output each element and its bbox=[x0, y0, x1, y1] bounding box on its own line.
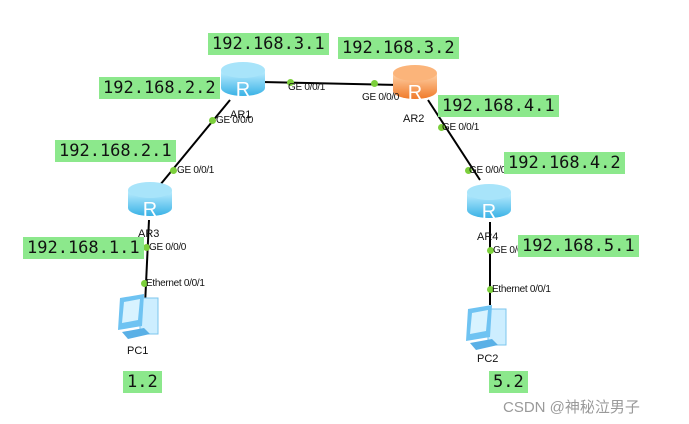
router-icon: R bbox=[128, 182, 172, 221]
port-dot bbox=[209, 117, 216, 124]
port-label-pc2-eth: Ethernet 0/0/1 bbox=[492, 284, 551, 295]
svg-text:R: R bbox=[408, 82, 422, 101]
device-label-ar2: AR2 bbox=[403, 113, 425, 125]
port-dot bbox=[141, 280, 148, 287]
ip-label-ar2-ge001: 192.168.4.1 bbox=[438, 95, 559, 117]
pc-icon bbox=[118, 294, 159, 339]
port-dot bbox=[371, 80, 378, 87]
port-label-pc1-eth: Ethernet 0/0/1 bbox=[146, 278, 205, 289]
ip-label-ar1-ge001: 192.168.3.1 bbox=[208, 33, 329, 55]
svg-text:R: R bbox=[143, 199, 157, 218]
device-label-ar1: AR1 bbox=[230, 109, 252, 121]
ip-label-ar1-ge000: 192.168.2.2 bbox=[99, 77, 220, 99]
router-icon: R bbox=[221, 62, 265, 101]
ip-label-ar2-ge000: 192.168.3.2 bbox=[338, 37, 459, 59]
ip-label-pc2: 5.2 bbox=[489, 371, 528, 393]
port-label-ar1-ge001: GE 0/0/1 bbox=[288, 82, 326, 93]
router-ar4[interactable]: R bbox=[465, 180, 513, 223]
port-label-ar4-ge001: GE 0/0/1 bbox=[493, 245, 531, 256]
port-dot bbox=[287, 79, 294, 86]
router-ar2[interactable]: R bbox=[391, 61, 439, 104]
device-label-ar4: AR4 bbox=[477, 231, 499, 243]
router-ar1[interactable]: R bbox=[219, 58, 267, 101]
device-label-pc2: PC2 bbox=[477, 353, 499, 365]
port-label-ar3-ge000: GE 0/0/0 bbox=[149, 242, 187, 253]
port-dot bbox=[438, 124, 445, 131]
svg-text:R: R bbox=[482, 201, 496, 220]
ip-label-ar4-ge001: 192.168.5.1 bbox=[518, 235, 639, 257]
port-dot bbox=[170, 167, 177, 174]
pc-pc2[interactable] bbox=[464, 303, 510, 355]
watermark: CSDN @神秘泣男子 bbox=[503, 399, 640, 416]
router-ar3[interactable]: R bbox=[126, 178, 174, 221]
port-dot bbox=[487, 286, 494, 293]
ip-label-ar3-ge001: 192.168.2.1 bbox=[55, 140, 176, 162]
svg-text:R: R bbox=[236, 79, 250, 98]
link-ar1-ar2[interactable] bbox=[261, 81, 401, 86]
pc-pc1[interactable] bbox=[116, 292, 162, 344]
port-label-ar2-ge001: GE 0/0/1 bbox=[442, 122, 480, 133]
ip-label-ar3-ge000: 192.168.1.1 bbox=[23, 237, 144, 259]
port-dot bbox=[487, 247, 494, 254]
port-label-ar2-ge000: GE 0/0/0 bbox=[362, 92, 400, 103]
ip-label-ar4-ge000: 192.168.4.2 bbox=[504, 152, 625, 174]
port-dot bbox=[143, 244, 150, 251]
port-label-ar4-ge000: GE 0/0/0 bbox=[469, 165, 507, 176]
router-icon: R bbox=[393, 65, 437, 104]
port-label-ar1-ge000: GE 0/0/0 bbox=[216, 115, 254, 126]
router-icon: R bbox=[467, 184, 511, 223]
link-ar3-pc1[interactable] bbox=[144, 219, 150, 306]
ip-label-pc1: 1.2 bbox=[123, 371, 162, 393]
port-label-ar3-ge001: GE 0/0/1 bbox=[177, 165, 215, 176]
device-label-pc1: PC1 bbox=[127, 345, 149, 357]
pc-icon bbox=[466, 305, 507, 350]
port-dot bbox=[465, 167, 472, 174]
link-ar2-ar4[interactable] bbox=[427, 99, 481, 181]
